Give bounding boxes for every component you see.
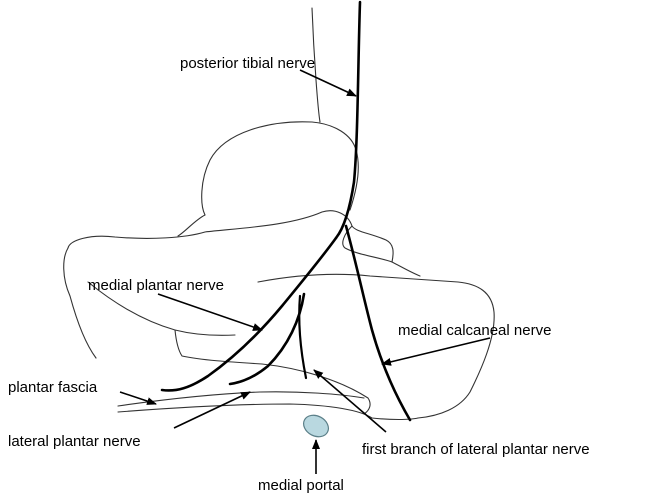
arrow-plantar-fascia: [120, 392, 156, 404]
plantar-fascia-lines: [118, 392, 418, 420]
medial-portal-ellipse: [300, 411, 332, 441]
label-lateral-plantar-nerve: lateral plantar nerve: [8, 433, 141, 450]
label-medial-plantar-nerve: medial plantar nerve: [88, 277, 224, 294]
posterior-tibial-nerve-path: [336, 2, 360, 238]
first-branch-lateral-plantar-nerve-path: [299, 296, 306, 378]
label-plantar-fascia: plantar fascia: [8, 379, 98, 396]
medial-plantar-nerve-path: [162, 238, 336, 390]
label-medial-calcaneal-nerve: medial calcaneal nerve: [398, 322, 551, 339]
midfoot-line: [175, 330, 370, 414]
arrow-medial-plantar: [158, 294, 262, 330]
label-medial-portal: medial portal: [258, 477, 344, 494]
forefoot-upper: [392, 262, 420, 276]
heel-posterior: [64, 248, 96, 358]
talus-outline: [202, 122, 359, 215]
lateral-plantar-nerve-path: [230, 294, 304, 384]
arrow-posterior-tibial: [300, 70, 356, 96]
plantar-fascia-lower: [118, 404, 418, 420]
leader-arrows: [120, 70, 490, 474]
labels: posterior tibial nerve medial plantar ne…: [8, 55, 590, 494]
label-first-branch-lateral-plantar-nerve: first branch of lateral plantar nerve: [362, 441, 590, 458]
label-posterior-tibial-nerve: posterior tibial nerve: [180, 55, 315, 72]
arrow-medial-calcaneal: [382, 338, 490, 364]
